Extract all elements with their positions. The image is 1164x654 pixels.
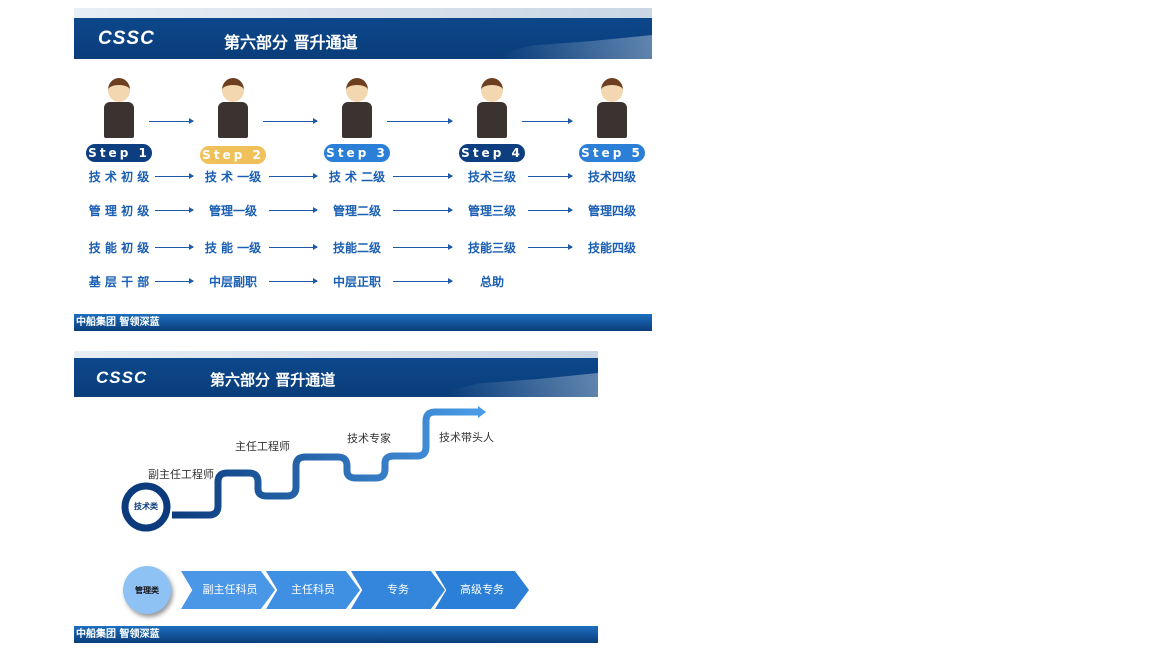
grade-arrow [393,207,453,213]
step-3-badge: Step 3 [324,144,390,162]
tech-stage-1: 副主任工程师 [148,468,214,481]
businessman-figure-2 [213,78,253,138]
step-4-badge: Step 4 [459,144,525,162]
businessman-figure-3 [337,78,377,138]
grade-cell: 管理一级 [208,204,258,218]
tech-staircase-path [121,406,486,614]
grade-cell: 管理四级 [587,204,637,218]
slide-title: 第六部分 晋升通道 [210,371,336,389]
grade-cell: 总助 [479,275,505,289]
grade-arrow [393,278,453,284]
slide-header [74,351,598,397]
grade-cell: 基 层 干 部 [88,275,150,289]
grade-cell: 技 能 初 级 [88,241,150,255]
grade-cell: 技 术 初 级 [88,170,150,184]
slide-title: 第六部分 晋升通道 [224,33,358,52]
grade-arrow [393,244,453,250]
grade-arrow [155,207,194,213]
slide-promotion-steps: CSSC 第六部分 晋升通道 Step 1 Step 2 Step 3 Step 4 S… [74,8,652,331]
mgmt-stage-4: 高级专务 [435,571,529,609]
businessman-figure-5 [592,78,632,138]
tech-stage-2: 主任工程师 [235,440,290,453]
tech-category-label: 技术类 [134,502,158,511]
grade-cell: 技术三级 [467,170,517,184]
footer-text: 中船集团 智领深蓝 [76,629,160,640]
grade-cell: 管理三级 [467,204,517,218]
grade-arrow [269,173,318,179]
mgmt-category-label: 管理类 [135,586,159,595]
grade-cell: 管理二级 [332,204,382,218]
mgmt-stage-2: 主任科员 [266,571,360,609]
businessman-figure-4 [472,78,512,138]
slide-promotion-path: CSSC 第六部分 晋升通道 技术类 管理类 副主任工程师 主任工程师 技术专家… [74,351,598,643]
mgmt-circle [123,566,171,614]
grade-cell: 技 能 一级 [204,241,262,255]
ship-image [502,35,652,59]
grade-cell: 技能二级 [332,241,382,255]
grade-cell: 技术四级 [587,170,637,184]
step-arrow [522,118,573,124]
grade-arrow [269,244,318,250]
step-arrow [387,118,453,124]
grade-arrow [528,244,573,250]
grade-arrow [393,173,453,179]
grade-arrow [528,207,573,213]
step-5-badge: Step 5 [579,144,645,162]
grade-arrow [269,278,318,284]
tech-stage-4: 技术带头人 [439,431,494,444]
grade-cell: 中层副职 [208,275,258,289]
mgmt-stage-3: 专务 [351,571,445,609]
step-arrow [149,118,194,124]
cssc-logo: CSSC [96,368,148,387]
grade-cell: 中层正职 [332,275,382,289]
step-arrow [263,118,318,124]
cssc-logo: CSSC [98,28,155,49]
grade-cell: 技 术 一级 [204,170,262,184]
grade-cell: 技能四级 [587,241,637,255]
grade-arrow [269,207,318,213]
slide-footer: 中船集团 智领深蓝 [74,314,652,331]
slide-header [74,8,652,59]
businessman-figure-1 [99,78,139,138]
grade-cell: 技能三级 [467,241,517,255]
tech-circle [121,482,171,532]
mgmt-stage-1: 副主任科员 [181,571,275,609]
step-1-badge: Step 1 [86,144,152,162]
grade-cell: 管 理 初 级 [88,204,150,218]
grade-arrow [155,173,194,179]
tech-stage-3: 技术专家 [347,432,391,445]
footer-text: 中船集团 智领深蓝 [76,317,160,328]
grade-arrow [528,173,573,179]
step-2-badge: Step 2 [200,146,266,164]
grade-cell: 技 术 二级 [328,170,386,184]
grade-arrow [155,244,194,250]
grade-arrow [155,278,194,284]
slide-footer: 中船集团 智领深蓝 [74,626,598,643]
